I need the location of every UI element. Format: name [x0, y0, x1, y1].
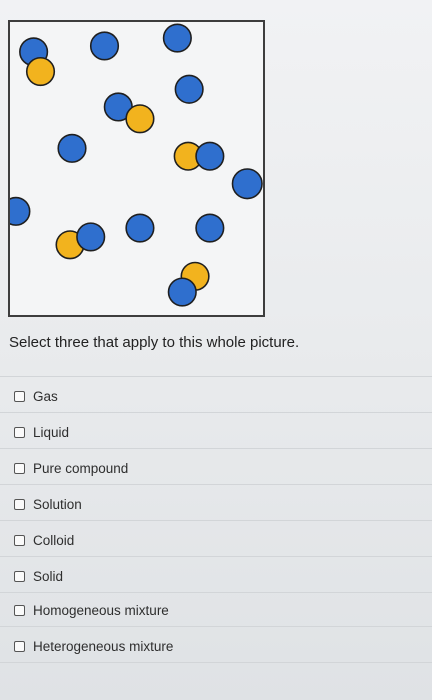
option-label: Heterogeneous mixture [33, 638, 174, 654]
option-label: Solution [33, 496, 82, 512]
checkbox[interactable] [14, 640, 25, 652]
orange-particle [25, 56, 56, 87]
checkbox[interactable] [14, 498, 25, 510]
option-solid[interactable]: Solid [14, 566, 63, 586]
blue-particle [10, 196, 31, 226]
option-divider [0, 626, 432, 627]
option-divider [0, 592, 432, 593]
option-divider [0, 520, 432, 521]
option-label: Liquid [33, 424, 70, 440]
blue-particle [89, 31, 120, 61]
option-heterogeneous-mixture[interactable]: Heterogeneous mixture [14, 636, 173, 656]
option-divider [0, 484, 432, 485]
blue-particle [125, 213, 155, 243]
option-label: Gas [33, 388, 58, 404]
blue-particle [195, 213, 225, 243]
option-solution[interactable]: Solution [14, 494, 82, 514]
option-divider [0, 376, 432, 377]
option-pure-compound[interactable]: Pure compound [14, 458, 128, 478]
option-label: Colloid [33, 532, 75, 548]
option-label: Homogeneous mixture [33, 602, 169, 618]
blue-particle [162, 23, 192, 53]
option-gas[interactable]: Gas [14, 386, 58, 406]
option-label: Solid [33, 568, 64, 584]
option-divider [0, 662, 432, 663]
blue-particle [57, 133, 87, 163]
blue-particle [167, 277, 197, 307]
option-liquid[interactable]: Liquid [14, 422, 69, 442]
blue-particle [76, 222, 106, 252]
checkbox[interactable] [14, 534, 25, 546]
question-prompt: Select three that apply to this whole pi… [9, 334, 300, 351]
checkbox[interactable] [14, 462, 25, 474]
option-colloid[interactable]: Colloid [14, 530, 74, 550]
option-divider [0, 448, 432, 449]
option-divider [0, 412, 432, 413]
blue-particle [231, 168, 263, 200]
checkbox[interactable] [14, 426, 25, 438]
checkbox[interactable] [14, 604, 25, 616]
option-homogeneous-mixture[interactable]: Homogeneous mixture [14, 600, 169, 620]
checkbox[interactable] [14, 390, 25, 402]
blue-particle [195, 141, 225, 171]
particle-diagram-canvas [10, 23, 263, 307]
orange-particle [125, 104, 155, 134]
option-label: Pure compound [33, 460, 129, 476]
blue-particle [174, 74, 204, 104]
checkbox[interactable] [14, 570, 25, 582]
particle-diagram [8, 20, 265, 317]
option-divider [0, 556, 432, 557]
